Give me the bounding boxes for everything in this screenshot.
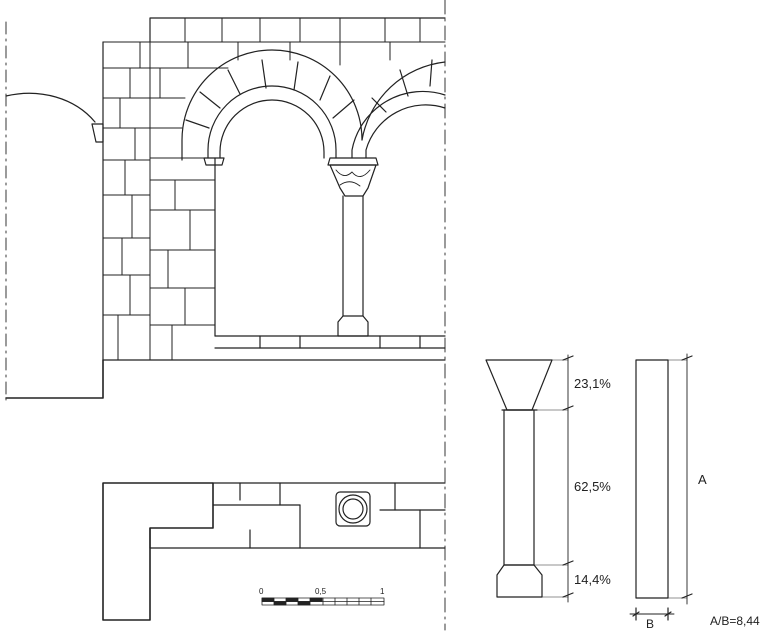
- proportion-shaft: [503, 409, 535, 566]
- proportion-base: [496, 564, 543, 598]
- shaft-proportion: [629, 353, 693, 621]
- floor-step: [5, 359, 104, 399]
- shaft-height-label: A: [698, 472, 707, 487]
- ratio-label: A/B=8,44: [710, 614, 760, 628]
- column-base: [337, 315, 369, 337]
- shaft-percentage: 62,5%: [574, 479, 611, 494]
- proportion-capital: [485, 359, 553, 411]
- window-sill: [214, 157, 446, 349]
- capital-percentage: 23,1%: [574, 376, 611, 391]
- left-arch: [181, 49, 363, 166]
- left-impost: [91, 123, 104, 143]
- right-arch: [351, 59, 446, 159]
- left-vault-arc: [5, 92, 96, 123]
- scale-label-end: 1: [380, 587, 385, 596]
- proportion-column: [485, 354, 574, 603]
- wall-outline: [102, 17, 446, 361]
- axis-lines: [5, 0, 446, 631]
- masonry-upper: [102, 17, 446, 361]
- capital-abacus: [327, 157, 379, 166]
- capital-bell: [329, 164, 377, 197]
- scale-bar: [261, 597, 385, 606]
- shaft-width-label: B: [646, 617, 655, 631]
- base-percentage: 14,4%: [574, 572, 611, 587]
- scale-label-start: 0: [259, 587, 264, 596]
- plan-view: [102, 482, 446, 621]
- arcade-column: [327, 157, 379, 337]
- scale-label-mid: 0,5: [315, 587, 327, 596]
- shaft-rectangle: [635, 359, 669, 599]
